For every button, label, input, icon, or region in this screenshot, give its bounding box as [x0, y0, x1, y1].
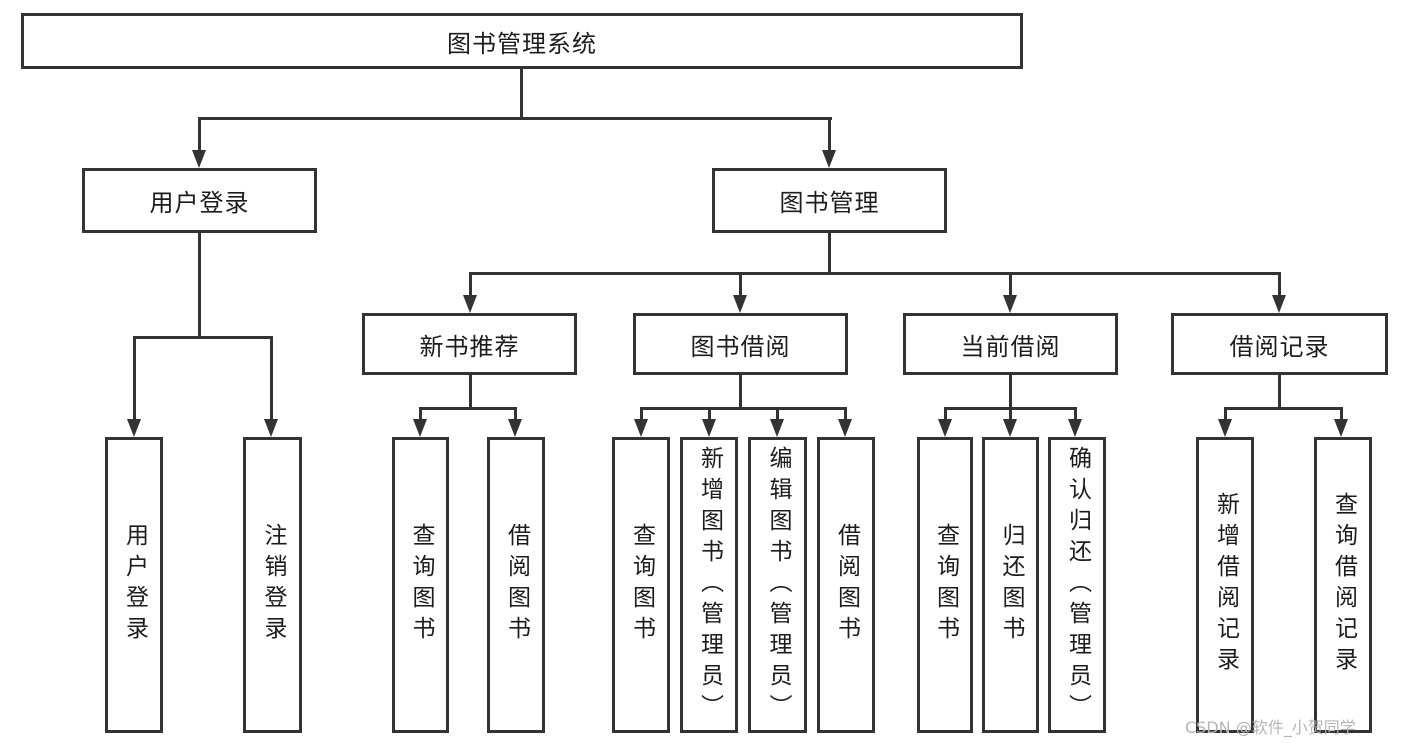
arrowhead-down-icon: [192, 150, 206, 168]
node-root-label: 图书管理系统: [447, 29, 597, 58]
leaf-query-books-1: 查询图书: [392, 437, 449, 733]
leaf-query-borrow-record: 查询借阅记录: [1314, 437, 1372, 733]
connector-line: [739, 375, 742, 407]
leaf-return-books-label: 归还图书: [998, 523, 1024, 647]
arrowhead-down-icon: [1334, 419, 1348, 437]
leaf-borrow-books-2: 借阅图书: [817, 437, 875, 733]
arrowhead-down-icon: [733, 295, 747, 313]
leaf-add-books-admin: 新增图书（管理员）: [680, 437, 738, 733]
connector-line: [514, 407, 517, 419]
connector-line: [198, 117, 832, 120]
connector-line: [1224, 407, 1343, 410]
connector-line: [1009, 272, 1012, 296]
connector-line: [828, 233, 831, 272]
connector-line: [1278, 375, 1281, 407]
leaf-confirm-return-admin: 确认归还（管理员）: [1048, 437, 1106, 733]
arrowhead-down-icon: [264, 419, 278, 437]
node-new-book-recommend-label: 新书推荐: [419, 332, 520, 361]
leaf-user-login: 用户登录: [105, 437, 163, 733]
connector-line: [469, 272, 472, 296]
connector-line: [944, 407, 947, 419]
arrowhead-down-icon: [938, 419, 952, 437]
leaf-query-borrow-record-label: 查询借阅记录: [1330, 492, 1357, 678]
connector-line: [198, 117, 201, 151]
leaf-query-books-1-label: 查询图书: [408, 523, 434, 647]
arrowhead-down-icon: [634, 419, 648, 437]
node-book-borrow: 图书借阅: [633, 313, 848, 375]
leaf-logout-label: 注销登录: [260, 523, 286, 647]
connector-line: [469, 375, 472, 407]
connector-line: [828, 117, 831, 151]
connector-line: [198, 233, 201, 336]
leaf-query-books-3: 查询图书: [917, 437, 973, 733]
node-borrow-records: 借阅记录: [1171, 313, 1388, 375]
connector-line: [520, 69, 523, 117]
leaf-confirm-return-admin-label: 确认归还（管理员）: [1064, 445, 1091, 725]
arrowhead-down-icon: [702, 419, 716, 437]
leaf-add-books-admin-label: 新增图书（管理员）: [696, 445, 723, 725]
connector-line: [1074, 407, 1077, 419]
connector-line: [419, 407, 422, 419]
connector-line: [708, 407, 711, 419]
node-user-login-label: 用户登录: [149, 189, 250, 217]
connector-line: [419, 407, 517, 410]
arrowhead-down-icon: [1272, 295, 1286, 313]
arrowhead-down-icon: [1068, 419, 1082, 437]
connector-line: [270, 336, 273, 419]
leaf-edit-books-admin-label: 编辑图书（管理员）: [765, 445, 791, 725]
connector-line: [640, 407, 846, 410]
connector-line: [1009, 407, 1012, 419]
node-book-management-label: 图书管理: [779, 189, 880, 217]
connector-line: [776, 407, 779, 419]
node-current-borrow-label: 当前借阅: [960, 332, 1061, 361]
connector-line: [1009, 375, 1012, 407]
connector-line: [1278, 272, 1281, 296]
connector-line: [469, 272, 1281, 275]
leaf-query-books-2-label: 查询图书: [628, 523, 655, 647]
connector-line: [1224, 407, 1227, 419]
node-book-borrow-label: 图书借阅: [690, 332, 791, 361]
leaf-logout: 注销登录: [243, 437, 302, 733]
node-root: 图书管理系统: [21, 13, 1023, 69]
leaf-borrow-books-1: 借阅图书: [487, 437, 545, 733]
connector-line: [844, 407, 847, 419]
leaf-borrow-books-1-label: 借阅图书: [503, 523, 530, 647]
node-user-login: 用户登录: [82, 168, 317, 233]
connector-line: [133, 336, 136, 419]
node-borrow-records-label: 借阅记录: [1229, 332, 1330, 361]
leaf-edit-books-admin: 编辑图书（管理员）: [748, 437, 807, 733]
connector-line: [133, 336, 273, 339]
leaf-return-books: 归还图书: [982, 437, 1039, 733]
connector-line: [739, 272, 742, 296]
leaf-query-books-3-label: 查询图书: [932, 523, 959, 647]
arrowhead-down-icon: [413, 419, 427, 437]
arrowhead-down-icon: [1003, 419, 1017, 437]
leaf-borrow-books-2-label: 借阅图书: [833, 523, 860, 647]
leaf-query-books-2: 查询图书: [612, 437, 670, 733]
node-new-book-recommend: 新书推荐: [362, 313, 577, 375]
arrowhead-down-icon: [463, 295, 477, 313]
leaf-user-login-label: 用户登录: [121, 523, 148, 647]
arrowhead-down-icon: [127, 419, 141, 437]
arrowhead-down-icon: [822, 150, 836, 168]
leaf-add-borrow-record-label: 新增借阅记录: [1212, 492, 1239, 678]
csdn-watermark: CSDN @软件_小贺同学: [1185, 718, 1356, 737]
arrowhead-down-icon: [1218, 419, 1232, 437]
node-current-borrow: 当前借阅: [903, 313, 1118, 375]
arrowhead-down-icon: [1003, 295, 1017, 313]
connector-line: [640, 407, 643, 419]
arrowhead-down-icon: [508, 419, 522, 437]
node-book-management: 图书管理: [712, 168, 947, 233]
arrowhead-down-icon: [838, 419, 852, 437]
connector-line: [1340, 407, 1343, 419]
leaf-add-borrow-record: 新增借阅记录: [1196, 437, 1254, 733]
arrowhead-down-icon: [770, 419, 784, 437]
